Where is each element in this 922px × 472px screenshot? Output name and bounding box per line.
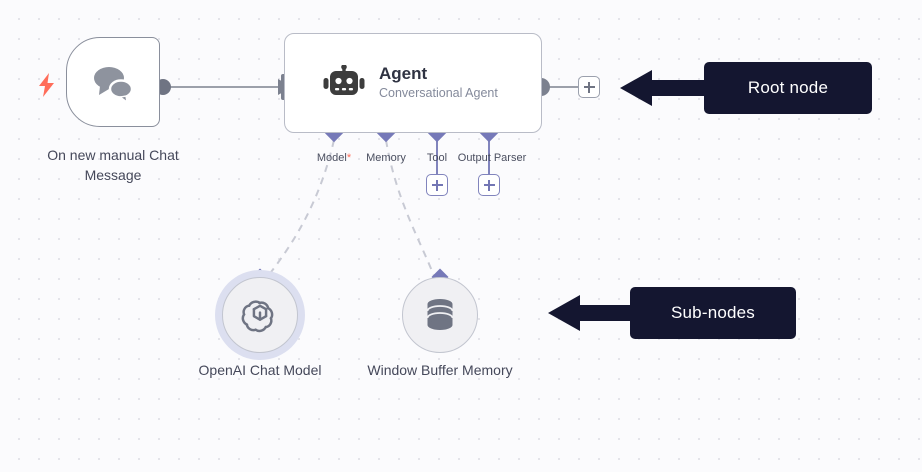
plus-icon xyxy=(483,179,495,191)
agent-node-text: Agent Conversational Agent xyxy=(379,64,498,102)
agent-node-title: Agent xyxy=(379,64,428,83)
openai-logo-icon xyxy=(241,300,274,333)
sub-nodes-arrow xyxy=(548,295,632,331)
annotation-sub-nodes-text: Sub-nodes xyxy=(670,303,756,322)
annotation-sub-nodes: Sub-nodes xyxy=(630,287,796,339)
endpoint-label-model-text: Model xyxy=(316,152,347,164)
add-next-node-button[interactable] xyxy=(578,76,600,98)
endpoint-label-memory: Memory xyxy=(366,152,406,164)
plus-icon xyxy=(431,179,443,191)
subnode-label-window-buffer-memory: Window Buffer Memory xyxy=(367,362,513,378)
subnode-window-buffer-memory[interactable] xyxy=(402,277,478,353)
plus-icon xyxy=(583,81,595,93)
endpoint-label-output-parser: Output Parser xyxy=(457,152,527,164)
root-node-arrow xyxy=(620,70,706,106)
subnode-openai-chat-model[interactable] xyxy=(222,277,298,353)
lightning-bolt-icon xyxy=(39,73,54,97)
trigger-node-on-new-manual-chat-message[interactable] xyxy=(66,37,160,127)
endpoint-required-marker: * xyxy=(346,152,352,164)
add-output-parser-button[interactable] xyxy=(478,174,500,196)
endpoint-label-model: Model* xyxy=(317,152,351,164)
agent-node-subtitle: Conversational Agent xyxy=(379,86,498,100)
endpoint-label-tool: Tool xyxy=(426,152,448,164)
subnode-label-openai-chat-model: OpenAI Chat Model xyxy=(198,362,322,378)
annotation-root-node: Root node xyxy=(704,62,872,114)
add-tool-button[interactable] xyxy=(426,174,448,196)
trigger-node-label: On new manual Chat Message xyxy=(47,147,179,183)
annotation-root-node-text: Root node xyxy=(747,78,829,97)
chat-bubbles-icon xyxy=(94,67,134,102)
agent-node[interactable]: Agent Conversational Agent xyxy=(284,33,542,133)
database-icon xyxy=(426,299,454,330)
robot-icon xyxy=(323,65,365,95)
